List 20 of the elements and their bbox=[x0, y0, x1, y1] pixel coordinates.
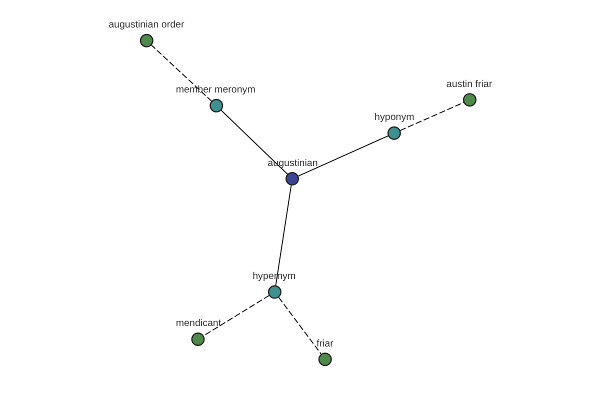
node-label: augustinian order bbox=[108, 20, 184, 31]
connector bbox=[274, 184, 292, 286]
node-circle bbox=[462, 93, 476, 107]
node-circle bbox=[209, 98, 223, 112]
node-label: member meronym bbox=[175, 84, 255, 96]
connector bbox=[278, 296, 322, 355]
node-circle bbox=[284, 172, 298, 186]
node-circle bbox=[267, 285, 281, 299]
node-label: friar bbox=[316, 338, 333, 350]
node-circle bbox=[318, 352, 332, 366]
node-label: hyponym bbox=[374, 112, 414, 124]
node-circle bbox=[139, 34, 153, 48]
connector bbox=[297, 135, 388, 177]
connector bbox=[150, 44, 212, 102]
node-circle bbox=[190, 332, 204, 346]
node-label: mendicant bbox=[175, 318, 221, 330]
node-label: austin friar bbox=[446, 78, 492, 90]
connector bbox=[202, 294, 270, 336]
node-circle bbox=[386, 126, 400, 140]
connector bbox=[220, 110, 288, 175]
